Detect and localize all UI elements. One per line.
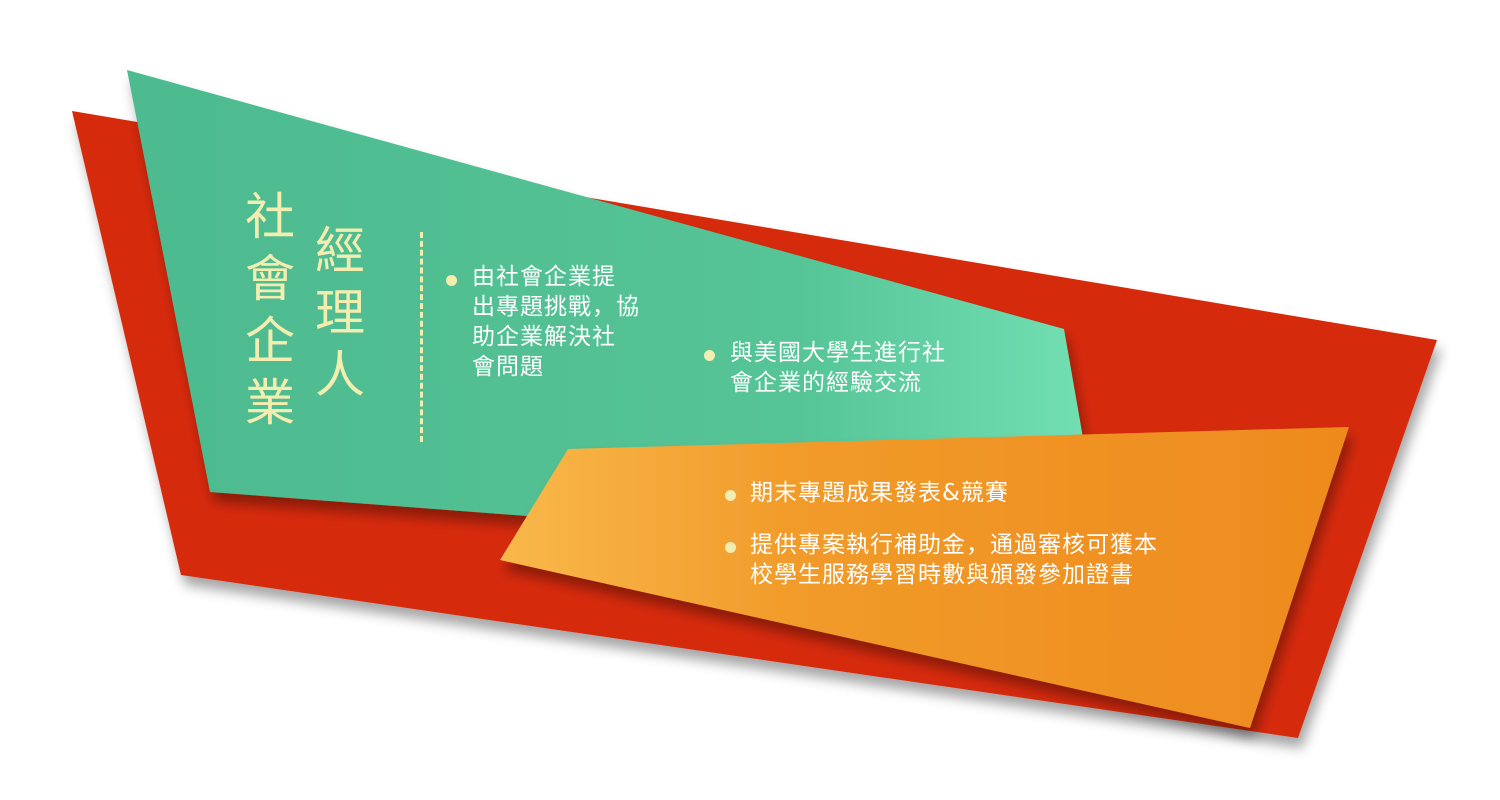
bullet-dot xyxy=(725,542,736,553)
bullet-dot xyxy=(704,350,715,361)
bullet-line: 出專題挑戰，協 xyxy=(472,294,640,320)
title-char: 業 xyxy=(245,374,295,432)
title-char: 會 xyxy=(245,250,295,308)
dashed-divider xyxy=(420,232,423,442)
title-column-social-enterprise: 社 會 企 業 xyxy=(240,186,300,434)
bullet-dot xyxy=(725,490,736,501)
bullet-line: 期末專題成果發表&競賽 xyxy=(750,480,1009,506)
bullet-line: 提供專案執行補助金，通過審核可獲本 xyxy=(750,532,1158,558)
bullet-line: 會企業的經驗交流 xyxy=(730,370,922,396)
bullet-item-subsidy: 提供專案執行補助金，通過審核可獲本 校學生服務學習時數與頒發參加證書 xyxy=(750,530,1158,590)
bullet-line: 由社會企業提 xyxy=(472,264,616,290)
bullet-item-challenge: 由社會企業提 出專題挑戰，協 助企業解決社 會問題 xyxy=(472,262,640,382)
bullet-line: 與美國大學生進行社 xyxy=(730,340,946,366)
bullet-item-exchange: 與美國大學生進行社 會企業的經驗交流 xyxy=(730,338,946,398)
title-char: 人 xyxy=(315,346,365,404)
orange-panel-shape xyxy=(500,427,1349,728)
title-char: 經 xyxy=(315,222,365,280)
title-char: 社 xyxy=(245,188,295,246)
bullet-line: 會問題 xyxy=(472,354,544,380)
title-char: 理 xyxy=(315,284,365,342)
title-column-manager: 經 理 人 xyxy=(310,220,370,406)
green-panel-shape xyxy=(127,70,1083,516)
bullet-item-presentation: 期末專題成果發表&競賽 xyxy=(750,478,1009,508)
title-char: 企 xyxy=(245,312,295,370)
bullet-line: 校學生服務學習時數與頒發參加證書 xyxy=(750,562,1134,588)
bullet-dot xyxy=(446,275,457,286)
bullet-line: 助企業解決社 xyxy=(472,324,616,350)
